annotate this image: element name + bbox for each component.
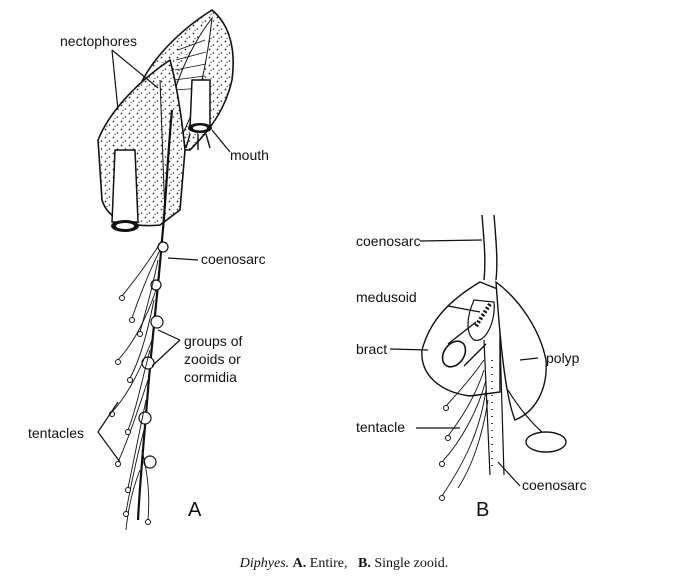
- label-coenosarc-a: coenosarc: [201, 251, 266, 267]
- label-nectophores: nectophores: [60, 33, 137, 49]
- leader-lines-b: [389, 239, 539, 487]
- label-tentacle: tentacle: [356, 419, 405, 435]
- letter-a: A: [188, 499, 202, 521]
- label-bract: bract: [356, 341, 387, 357]
- figure-caption: Diphyes. A. Entire, B. Single zooid.: [0, 556, 688, 572]
- tentacle-strands-b: [441, 359, 489, 497]
- caption-a-letter: A.: [292, 556, 307, 571]
- tentacle-knobs-b: [439, 405, 451, 501]
- label-groups-line3: cormidia: [184, 369, 237, 385]
- label-coenosarc-b-bottom: coenosarc: [522, 477, 587, 493]
- label-polyp: polyp: [546, 350, 580, 366]
- label-groups-line1: groups of: [184, 333, 242, 349]
- bract-tube-opening: [441, 340, 467, 368]
- label-coenosarc-b-top: coenosarc: [356, 233, 421, 249]
- coenosarc-stem: [136, 109, 174, 521]
- medusoid-shape: [467, 299, 495, 341]
- tentacle-strands: [111, 239, 163, 531]
- upper-nectophore-tube: [189, 79, 211, 129]
- diagram-a: nectophores mouth coenosarc groups of zo…: [28, 9, 269, 531]
- leader-lines-a: [97, 49, 231, 463]
- bract-shape: [421, 281, 501, 397]
- caption-genus: Diphyes.: [239, 556, 290, 571]
- caption-b-text: Single zooid.: [374, 556, 449, 571]
- diagram-b: coenosarc medusoid bract polyp tentacle …: [356, 214, 587, 521]
- polyp-mouth-disc: [525, 431, 567, 453]
- coenosarc-upper-stem: [481, 214, 498, 281]
- letter-b: B: [476, 499, 489, 521]
- label-tentacles: tentacles: [28, 425, 84, 441]
- label-mouth: mouth: [230, 147, 269, 163]
- tentacle-knobs: [109, 295, 151, 525]
- caption-a-text: Entire,: [309, 556, 348, 571]
- lower-nectophore: [97, 58, 186, 227]
- lower-nectophore-tube: [111, 149, 139, 223]
- polyp-shape: [495, 280, 547, 421]
- caption-b-letter: B.: [358, 556, 371, 571]
- label-medusoid: medusoid: [356, 289, 417, 305]
- label-groups-line2: zooids or: [184, 351, 241, 367]
